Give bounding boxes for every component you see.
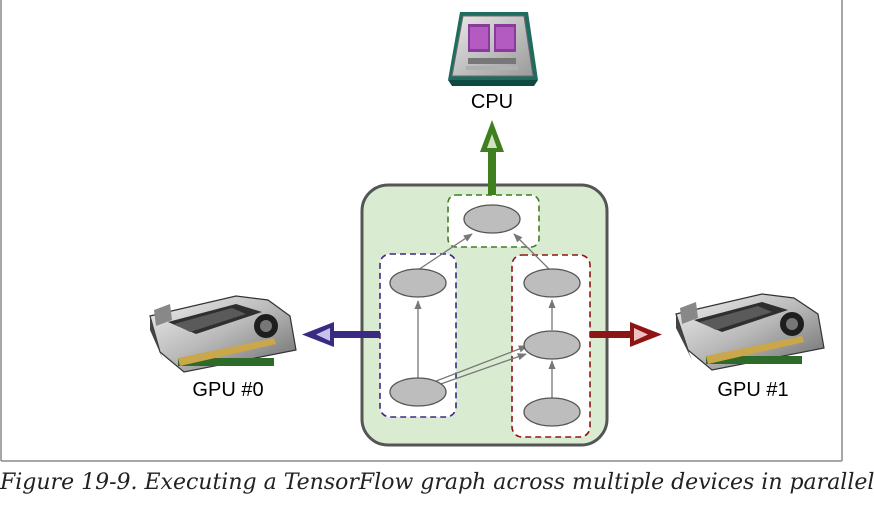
gpu0-label: GPU #0 (192, 379, 263, 401)
figure: CPU GPU #0 GPU #1 Figure 19- (0, 0, 874, 495)
edge-gpu1-top-to-cpu (513, 233, 551, 271)
tensorflow-graph-diagram: CPU GPU #0 GPU #1 (0, 0, 843, 462)
node-gpu1-mid (523, 330, 581, 360)
cpu-arrow (480, 120, 504, 195)
graphics-card-icon (149, 295, 297, 373)
graphics-card-icon (675, 293, 825, 371)
gpu1-label: GPU #1 (717, 379, 788, 401)
gpu1-arrow (590, 322, 662, 347)
gpu0-arrow (302, 322, 380, 347)
node-gpu0-top (389, 268, 447, 298)
cpu-label: CPU (471, 91, 513, 113)
graph-nodes (389, 204, 581, 427)
node-gpu1-top (523, 268, 581, 298)
node-cpu (463, 204, 521, 234)
edge-gpu0-top-to-cpu (417, 233, 473, 271)
figure-caption: Figure 19-9. Executing a TensorFlow grap… (0, 470, 874, 495)
node-gpu1-bottom (523, 397, 581, 427)
cpu-chip-icon (448, 12, 538, 86)
node-gpu0-bottom (389, 377, 447, 407)
